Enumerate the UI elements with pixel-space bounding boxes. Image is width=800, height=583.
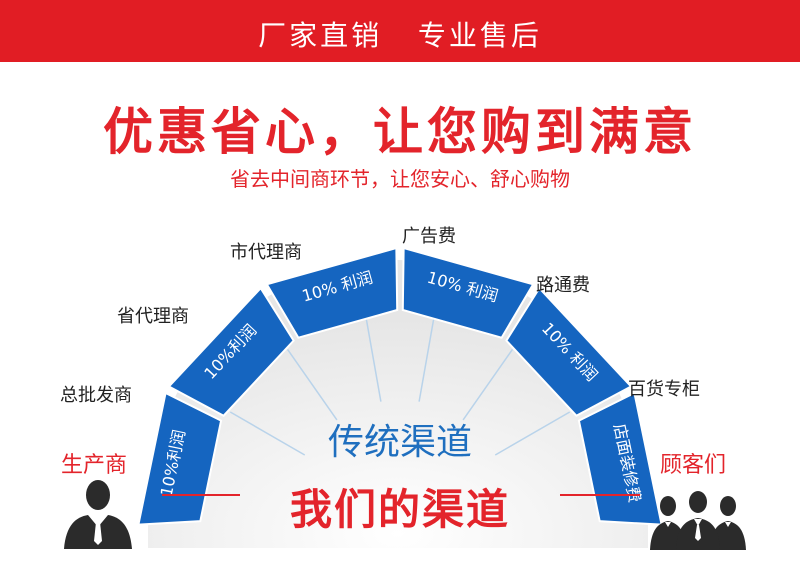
profit-segment — [577, 391, 663, 526]
headline: 优惠省心，让您购到满意 — [103, 103, 697, 161]
top-banner: 厂家直销 专业售后 — [0, 0, 800, 62]
cost-label-province-agent: 省代理商 — [117, 306, 189, 327]
customer-label: 顾客们 — [660, 453, 727, 478]
profit-segment — [167, 286, 295, 417]
connector-ray — [494, 411, 571, 456]
businessman-icon — [64, 480, 132, 549]
connector-ray — [365, 316, 382, 402]
banner-text: 厂家直销 专业售后 — [258, 19, 542, 52]
profit-segment — [265, 246, 399, 339]
profit-segment — [401, 246, 535, 339]
producer-label: 生产商 — [61, 453, 128, 478]
our-channel-label: 我们的渠道 — [289, 485, 510, 534]
cost-label-advertising: 广告费 — [402, 226, 456, 247]
cost-label-city-agent: 市代理商 — [230, 242, 302, 263]
traditional-channel-label: 传统渠道 — [327, 422, 472, 463]
cost-label-logistics: 路通费 — [536, 275, 590, 296]
connector-ray — [229, 411, 306, 456]
profit-segment — [137, 391, 223, 526]
connector-ray — [418, 316, 435, 402]
cost-label-wholesaler: 总批发商 — [60, 385, 132, 406]
subheadline: 省去中间商环节，让您安心、舒心购物 — [230, 167, 570, 191]
connector-rays — [229, 316, 571, 456]
profit-segment — [505, 286, 633, 417]
connector-ray — [286, 349, 338, 421]
group-of-people-icon — [650, 491, 746, 550]
cost-label-department-store: 百货专柜 — [628, 379, 700, 400]
connector-ray — [462, 349, 514, 421]
